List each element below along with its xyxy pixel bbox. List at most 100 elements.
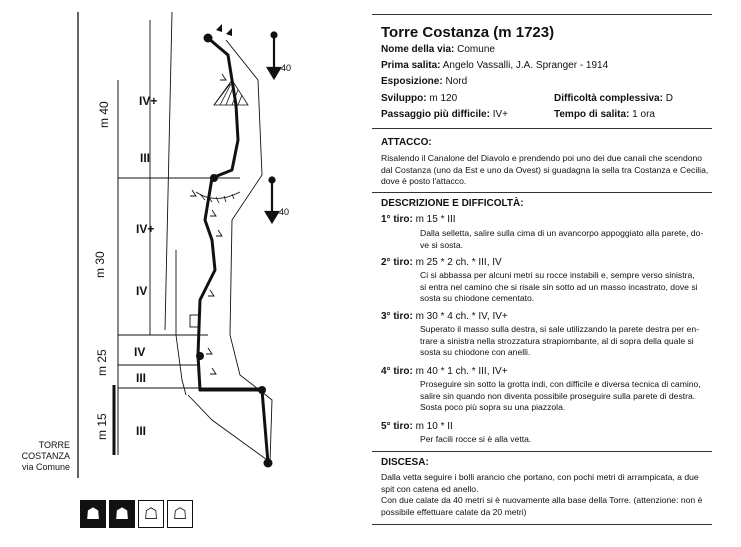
bottom-rule — [372, 524, 712, 525]
field-value: IV+ — [492, 109, 508, 120]
topo-caption: TORRE COSTANZA via Comune — [0, 440, 70, 473]
climber-icon: ☗ — [109, 500, 135, 528]
grade-label: III — [140, 151, 150, 165]
text-line: ve si sosta. — [420, 239, 463, 250]
pitch-3-heading: 3° tiro: m 30 * 4 ch. * IV, IV+ — [381, 311, 508, 322]
section-rule — [372, 451, 712, 452]
rappel-label-1: 40 — [281, 63, 291, 73]
field-prima-salita: Prima salita: Angelo Vassalli, J.A. Spra… — [381, 60, 608, 71]
field-value: 1 ora — [632, 109, 655, 120]
climber-outline-icon: ☖ — [167, 500, 193, 528]
section-rule — [372, 128, 712, 129]
caption-route: via Comune — [21, 462, 70, 472]
field-value: m 120 — [429, 93, 458, 104]
pitch-length-label: m 25 — [95, 349, 109, 376]
caption-peak: TORRE — [38, 440, 70, 450]
text-line: si entra nel camino che si risale sin so… — [420, 281, 698, 292]
field-difficolta: Difficoltà complessiva: D — [554, 93, 673, 104]
rappel-arrow-2 — [264, 176, 280, 225]
rappel-label-2: 40 — [279, 207, 289, 217]
belay-dot-2 — [196, 352, 204, 360]
grade-label: IV — [136, 284, 147, 298]
text-line: Superato il masso sulla destra, si sale … — [420, 324, 699, 334]
climbing-route-line — [196, 36, 270, 464]
pitch-5-text: Per facili rocce si è alla vetta. — [420, 434, 716, 446]
field-label: Sviluppo: — [381, 93, 427, 104]
pitch-label: 4° tiro: — [381, 366, 413, 377]
field-nome: Nome della via: Comune — [381, 44, 495, 55]
text-line: Dalla selletta, salire sulla cima di un … — [420, 228, 704, 238]
rappel-arrow-1 — [266, 31, 282, 81]
text-line: Ci si abbassa per alcuni metri su rocce … — [420, 270, 695, 280]
attacco-text: Risalendo il Canalone del Diavolo e pren… — [381, 153, 716, 188]
field-value: D — [665, 93, 673, 104]
pitch-2-text: Ci si abbassa per alcuni metri su rocce … — [420, 270, 716, 305]
overhang-top — [213, 79, 249, 106]
field-passaggio: Passaggio più difficile: IV+ — [381, 109, 508, 120]
pitch-length-label: m 15 — [95, 413, 109, 440]
rock-chimney-left — [175, 250, 187, 396]
field-value: Angelo Vassalli, J.A. Spranger - 1914 — [442, 60, 609, 71]
descrizione-heading: DESCRIZIONE E DIFFICOLTÀ: — [381, 198, 524, 209]
pitch-length-label: m 40 — [97, 101, 111, 128]
pitch-spec: m 40 * 1 ch. * III, IV+ — [415, 366, 508, 377]
text-line: Risalendo il Canalone del Diavolo e pren… — [381, 153, 703, 163]
grade-label: IV+ — [136, 222, 154, 236]
route-topo-diagram: 40 40 IV+ III IV+ IV IV III III m 40 m 3… — [77, 11, 291, 478]
rock-outline-right — [225, 39, 263, 393]
pitch-5-heading: 5° tiro: m 10 * II — [381, 421, 453, 432]
field-sviluppo: Sviluppo: m 120 — [381, 93, 457, 104]
grade-label: III — [136, 371, 146, 385]
caption-peak-2: COSTANZA — [21, 451, 70, 461]
belay-dot-1 — [210, 174, 218, 182]
pitch-3-text: Superato il masso sulla destra, si sale … — [420, 324, 716, 359]
text-line: dal Costanza (uno da Est e uno da Ovest)… — [381, 164, 709, 175]
belay-dot-3 — [258, 386, 266, 394]
route-title: Torre Costanza (m 1723) — [381, 24, 555, 41]
pitch-1-heading: 1° tiro: m 15 * III — [381, 214, 456, 225]
piton-markers — [189, 73, 227, 375]
text-line: possibile effettuare calate da 20 metri) — [381, 506, 527, 517]
pitch-spec: m 30 * 4 ch. * IV, IV+ — [415, 311, 508, 322]
text-line: dove è posto l'attacco. — [381, 176, 467, 187]
attacco-heading: ATTACCO: — [381, 137, 432, 148]
text-line: Con due calate da 40 metri si è nuovamen… — [381, 495, 703, 506]
field-label: Esposizione: — [381, 76, 443, 87]
pitch-spec: m 25 * 2 ch. * III, IV — [415, 257, 502, 268]
grade-label: IV — [134, 345, 145, 359]
field-label: Tempo di salita: — [554, 109, 630, 120]
climber-icon: ☗ — [80, 500, 106, 528]
top-rule — [372, 14, 712, 15]
text-line: spit con catena ed anello. — [381, 483, 479, 494]
pitch-label: 3° tiro: — [381, 311, 413, 322]
discesa-heading: DISCESA: — [381, 457, 429, 468]
text-line: salire sin quando non diventa possibile … — [420, 390, 696, 401]
field-esposizione: Esposizione: Nord — [381, 76, 467, 87]
pitch-spec: m 10 * II — [415, 421, 453, 432]
grade-label: IV+ — [139, 94, 157, 108]
climber-outline-icon: ☖ — [138, 500, 164, 528]
field-value: Comune — [457, 44, 495, 55]
field-value: Nord — [445, 76, 468, 87]
pitch-label: 5° tiro: — [381, 421, 413, 432]
pitch-spec: m 15 * III — [415, 214, 456, 225]
grade-label: III — [136, 424, 146, 438]
text-line: sosta su chiodone cementato. — [420, 293, 535, 304]
field-label: Difficoltà complessiva: — [554, 93, 663, 104]
discesa-text: Dalla vetta seguire i bolli arancio che … — [381, 472, 716, 518]
text-line: Per facili rocce si è alla vetta. — [420, 434, 532, 444]
pitch-length-label: m 30 — [93, 251, 107, 278]
start-dot — [263, 458, 273, 468]
summit-belay-dot — [203, 33, 213, 43]
field-label: Passaggio più difficile: — [381, 109, 490, 120]
pitch-label: 2° tiro: — [381, 257, 413, 268]
pitch-1-text: Dalla selletta, salire sulla cima di un … — [420, 228, 716, 251]
pitch-label: 1° tiro: — [381, 214, 413, 225]
text-line: trare a sinistra nella strozzatura strap… — [420, 335, 694, 346]
difficulty-icons: ☗ ☗ ☖ ☖ — [80, 500, 193, 528]
overhang-middle — [195, 191, 241, 204]
field-tempo: Tempo di salita: 1 ora — [554, 109, 655, 120]
pitch-2-heading: 2° tiro: m 25 * 2 ch. * III, IV — [381, 257, 502, 268]
text-line: Dalla vetta seguire i bolli arancio che … — [381, 472, 699, 482]
pitch-4-text: Proseguire sin sotto la grotta indi, con… — [420, 379, 716, 414]
